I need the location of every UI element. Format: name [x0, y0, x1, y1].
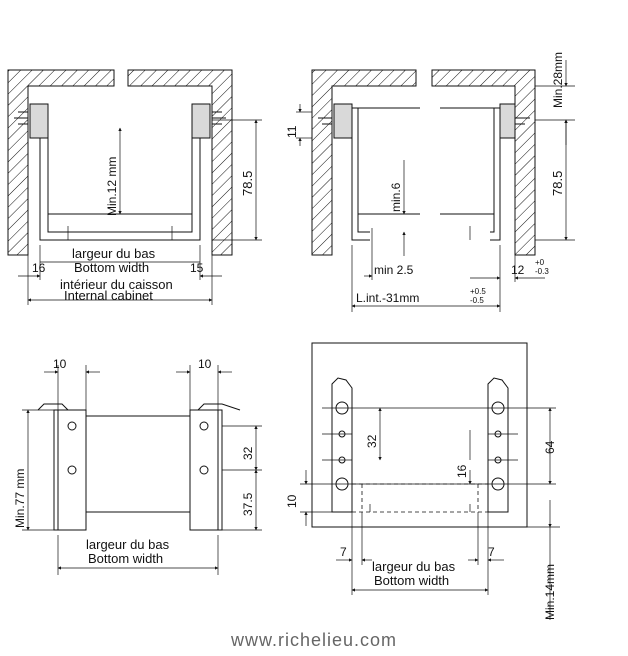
dim-min-2-5: min 2.5: [374, 263, 414, 277]
dim-min-28: Min.28mm: [551, 52, 565, 108]
footer-website: www.richelieu.com: [230, 630, 397, 650]
dim-l-int: L.int.-31mm: [356, 291, 419, 305]
dim-min-77: Min.77 mm: [13, 469, 27, 528]
dim-32-br: 32: [365, 434, 379, 448]
cabinet-top-wall-right: [127, 69, 233, 256]
dim-10-br: 10: [285, 494, 299, 508]
dim-7-left: 7: [340, 545, 347, 559]
cabinet-wall-right-2: [431, 69, 536, 256]
dim-32: 32: [241, 446, 255, 460]
label-bottom-width-fr-3: largeur du bas: [372, 559, 456, 574]
label-bottom-width-en-3: Bottom width: [374, 573, 449, 588]
hole-right-top: [199, 421, 209, 431]
top-left-view: Min.12 mm 78.5 largeur du bas Bottom wid…: [7, 69, 262, 305]
dim-l-int-tol-minus: -0.5: [470, 296, 484, 305]
dim-min-12: Min.12 mm: [105, 157, 119, 216]
dim-12: 12: [511, 263, 525, 277]
cabinet-back-panel: [311, 342, 528, 528]
dim-10-right: 10: [198, 357, 212, 371]
dim-11: 11: [285, 125, 299, 138]
slide-left-2: [333, 103, 353, 139]
drawer-outline-dashed: [352, 483, 488, 513]
cabinet-top-wall-left: [7, 69, 115, 256]
dim-15: 15: [190, 261, 204, 275]
hole-right-bottom: [199, 465, 209, 475]
label-bottom-width-fr: largeur du bas: [72, 246, 156, 261]
dim-78-5: 78.5: [240, 171, 255, 196]
dim-min-14: Min.14mm: [543, 564, 557, 620]
dim-10-left: 10: [53, 357, 67, 371]
label-interior-fr: intérieur du caisson: [60, 277, 173, 292]
top-right-view: 11 Min.28mm 78.5 min.6 min 2.5 12 +0 -0.…: [285, 52, 575, 312]
bottom-right-view: 32 16 64 10 7 7 largeur du bas Bottom wi…: [285, 342, 560, 620]
label-bottom-width-fr-2: largeur du bas: [86, 537, 170, 552]
bottom-left-view: 10 10 Min.77 mm 32 37.5 largeur du bas B…: [13, 357, 262, 575]
slide-left: [29, 103, 49, 139]
dim-37-5: 37.5: [241, 492, 255, 516]
dim-l-int-tol-plus: +0.5: [470, 287, 486, 296]
dim-16: 16: [32, 261, 46, 275]
dim-7-right: 7: [488, 545, 495, 559]
dim-12-tol-minus: -0.3: [535, 267, 549, 276]
dim-16-br: 16: [455, 464, 469, 478]
hole-left-top: [67, 421, 77, 431]
slide-right: [191, 103, 211, 139]
cabinet-wall-left-2: [311, 69, 417, 256]
slide-right-2: [499, 103, 516, 139]
dim-12-tol-plus: +0: [535, 258, 545, 267]
drawer-profile-2: [351, 108, 370, 241]
label-interior-en: Internal cabinet: [64, 288, 153, 303]
drawer-profile: [39, 130, 201, 241]
dim-78-5-2: 78.5: [550, 171, 565, 196]
label-bottom-width-en: Bottom width: [74, 260, 149, 275]
hole-left-bottom: [67, 465, 77, 475]
dim-64: 64: [543, 440, 557, 454]
dim-min-6: min.6: [389, 182, 403, 212]
label-bottom-width-en-2: Bottom width: [88, 551, 163, 566]
